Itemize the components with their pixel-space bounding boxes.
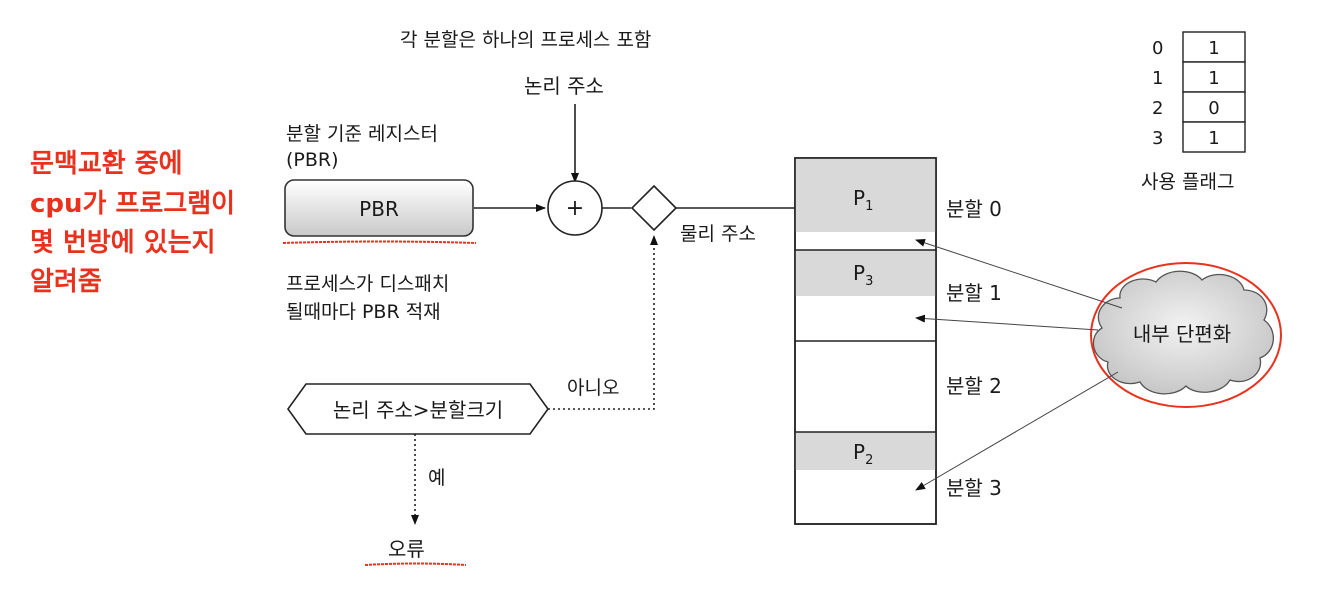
cloud-red-circle xyxy=(1090,262,1282,408)
process-p3-label: P3 xyxy=(853,261,873,289)
compare-label: 논리 주소>분할크기 xyxy=(333,398,503,422)
memory-outline-top xyxy=(794,157,937,525)
p1-region xyxy=(795,158,936,232)
register-caption-line1: 분할 기준 레지스터 xyxy=(286,123,438,145)
flag-cell-2 xyxy=(1182,91,1246,123)
pbr-box-label: PBR xyxy=(359,197,399,221)
physical-address-label: 물리 주소 xyxy=(680,223,756,245)
p3-region xyxy=(795,250,936,296)
partition-3-label: 분할 3 xyxy=(946,476,1002,500)
red-annotation-line-4: 알려줌 xyxy=(30,267,102,297)
no-branch-arrow xyxy=(548,235,658,410)
flag-table-caption: 사용 플래그 xyxy=(1141,171,1234,193)
register-caption-line2: (PBR) xyxy=(286,149,339,171)
cloud-shape xyxy=(1092,270,1274,395)
header-note: 각 분할은 하나의 프로세스 포함 xyxy=(400,29,651,51)
flag-value-0: 1 xyxy=(1208,38,1219,59)
pbr-register-box xyxy=(284,179,474,237)
pbr-underline xyxy=(282,240,477,244)
partition-2-label: 분할 2 xyxy=(946,374,1002,398)
process-p1-label: P1 xyxy=(853,186,873,214)
red-annotation-line-1: 문맥교환 중에 xyxy=(30,149,183,179)
flag-value-3: 1 xyxy=(1208,128,1219,149)
p2-region xyxy=(795,432,936,470)
flag-cell-0 xyxy=(1182,31,1246,63)
flag-index-1: 1 xyxy=(1152,68,1163,89)
yes-label: 예 xyxy=(428,467,445,489)
internal-fragmentation-label: 내부 단편화 xyxy=(1133,322,1231,346)
plus-sign: + xyxy=(566,196,584,221)
error-underline xyxy=(364,562,467,566)
partition-0-label: 분할 0 xyxy=(946,197,1002,221)
logical-address-label: 논리 주소 xyxy=(524,74,604,98)
frag-arrow-partition-0 xyxy=(915,239,1123,309)
internal-fragmentation-cloud: 내부 단편화 xyxy=(1090,262,1282,408)
flag-index-0: 0 xyxy=(1152,38,1163,59)
dispatch-note-line1: 프로세스가 디스패치 xyxy=(286,273,449,295)
flag-index-2: 2 xyxy=(1152,98,1163,119)
compare-hexagon xyxy=(287,383,549,435)
red-annotation: 문맥교환 중에 cpu가 프로그램이 몇 번방에 있는지 알려줌 xyxy=(30,149,235,297)
frag-arrow-partition-1 xyxy=(915,314,1099,331)
frag-arrow-partition-3 xyxy=(915,371,1119,491)
flag-value-1: 1 xyxy=(1208,68,1219,89)
no-label: 아니오 xyxy=(567,377,619,399)
memory-block: P1 P3 P2 xyxy=(794,157,937,525)
flag-index-3: 3 xyxy=(1152,128,1163,149)
red-annotation-line-3: 몇 번방에 있는지 xyxy=(30,228,216,258)
usage-flag-table: 0 1 2 3 1 1 0 1 사용 플래그 xyxy=(1141,31,1246,193)
decision-diamond xyxy=(630,184,678,232)
process-p2-label: P2 xyxy=(853,440,873,468)
red-annotation-line-2: cpu가 프로그램이 xyxy=(30,189,235,219)
dispatch-note-line2: 될때마다 PBR 적재 xyxy=(286,301,441,323)
error-label: 오류 xyxy=(388,537,425,561)
partition-1-label: 분할 1 xyxy=(946,281,1002,305)
flag-cell-3 xyxy=(1182,121,1246,153)
flag-value-2: 0 xyxy=(1208,98,1219,119)
